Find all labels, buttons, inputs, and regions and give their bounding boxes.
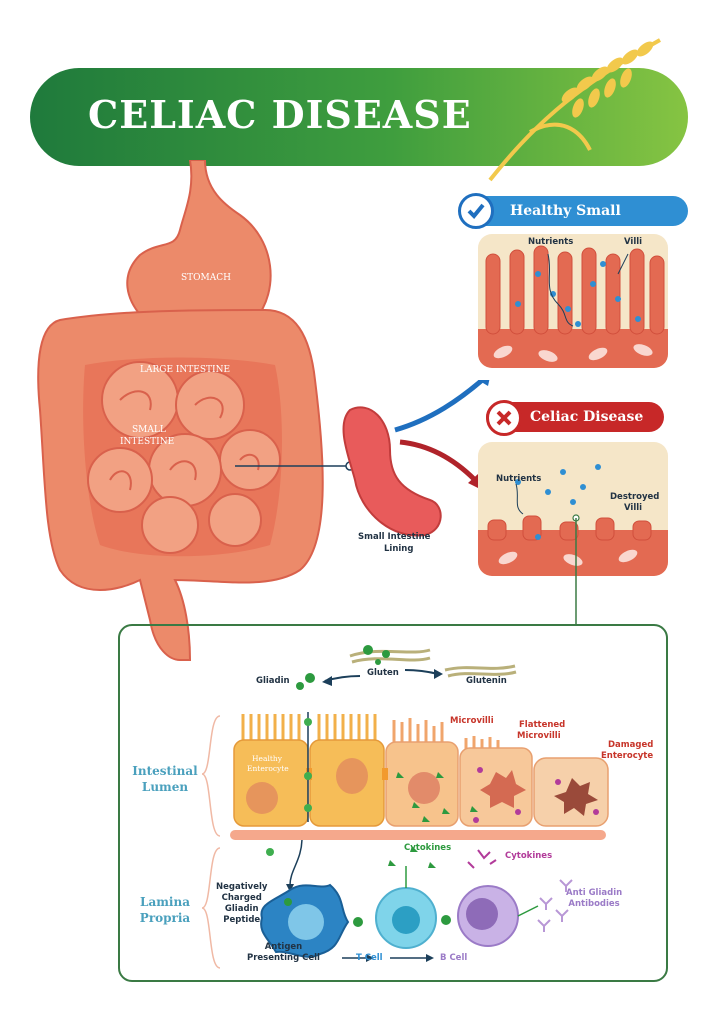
anti-gliadin-antibodies-label: Anti Gliadin Antibodies xyxy=(566,888,623,909)
healthy-nutrients-label: Nutrients xyxy=(528,237,574,247)
damaged-enterocyte-label-line1: Damaged xyxy=(608,740,654,750)
villi-label: Villi xyxy=(624,237,643,247)
page-title: CELIAC DISEASE xyxy=(88,92,472,137)
small-intestine-lining-tube xyxy=(342,406,442,537)
b-cell-label: B Cell xyxy=(440,953,468,963)
enterocyte-row xyxy=(230,712,609,840)
gliadin-label: Gliadin xyxy=(256,676,290,686)
destroyed-villi-label-line2: Villi xyxy=(624,503,643,513)
immune-cells xyxy=(260,840,573,962)
small-intestine-label-line1: SMALL xyxy=(132,425,166,435)
intestinal-lumen-label: Intestinal Lumen xyxy=(132,764,198,794)
small-intestine-shape xyxy=(87,361,281,554)
negatively-charged-gliadin-peptide-label: Negatively Charged Gliadin Peptide xyxy=(216,882,268,925)
small-intestine-label-line2: INTESTINE xyxy=(120,437,175,447)
cellular-detail-box xyxy=(118,624,668,982)
wheat-icon xyxy=(488,38,661,182)
digestive-system-illustration xyxy=(37,160,324,661)
lining-label-line1: Small Intestine xyxy=(358,532,431,542)
celiac-villi-panel xyxy=(478,442,668,576)
damaged-enterocyte-label-line2: Enterocyte xyxy=(601,751,654,761)
lamina-propria-label: Lamina Propria xyxy=(139,895,191,925)
gluten-illustration xyxy=(296,645,517,690)
microvilli-label: Microvilli xyxy=(450,716,494,726)
stomach-label: STOMACH xyxy=(181,273,231,283)
large-intestine-label: LARGE INTESTINE xyxy=(140,365,231,375)
cytokines-label-1: Cytokines xyxy=(404,843,452,853)
healthy-enterocyte-cell xyxy=(233,739,309,827)
flattened-microvilli-label-line2: Microvilli xyxy=(517,731,561,741)
destroyed-villi-label-line1: Destroyed xyxy=(610,492,660,502)
cytokines-label-2: Cytokines xyxy=(505,851,553,861)
antigen-presenting-cell-label: Antigen Presenting Cell xyxy=(247,942,320,963)
section-brackets xyxy=(201,715,221,969)
detail-connector xyxy=(575,518,577,624)
lining-label-line2: Lining xyxy=(384,544,414,554)
healthy-enterocyte-label-line2: Enterocyte xyxy=(247,764,289,773)
healthy-enterocyte-label-line1: Healthy xyxy=(252,754,282,763)
cross-icon xyxy=(486,400,522,436)
check-icon xyxy=(458,193,494,229)
flattened-microvilli-label-line1: Flattened xyxy=(519,720,566,730)
healthy-small-intestine-header: Healthy Small Intestine xyxy=(470,196,688,249)
gluten-label: Gluten xyxy=(367,668,399,678)
t-cell-label: T Cell xyxy=(356,953,383,963)
celiac-nutrients-label: Nutrients xyxy=(496,474,542,484)
healthy-villi-panel xyxy=(478,234,668,368)
glutenin-label: Glutenin xyxy=(466,676,507,686)
